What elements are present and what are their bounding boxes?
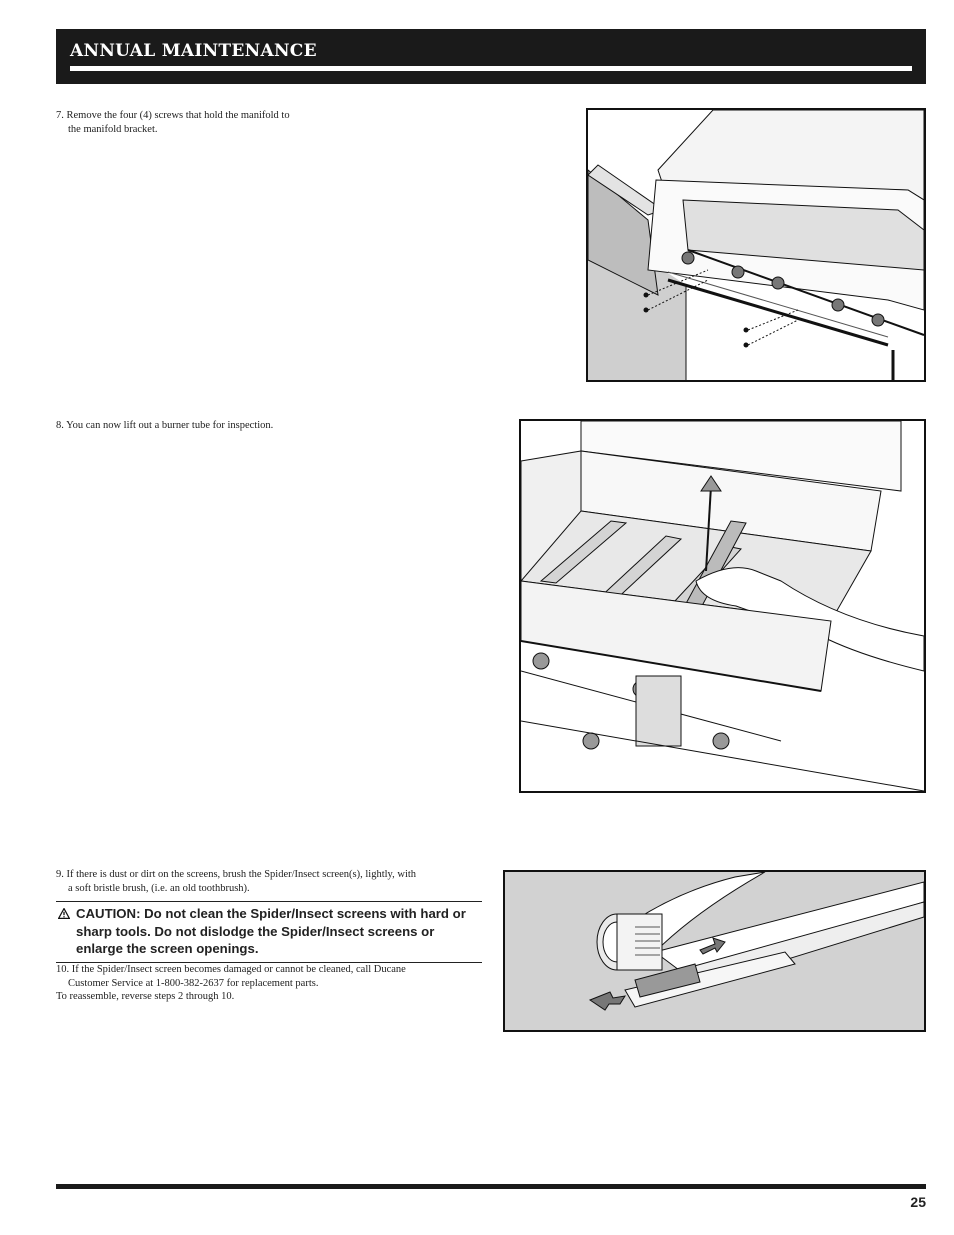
step-9-text: 9. If there is dust or dirt on the scree… <box>56 868 486 895</box>
caution-text: CAUTION: Do not clean the Spider/Insect … <box>76 906 466 956</box>
step-10-text: 10. If the Spider/Insect screen becomes … <box>56 963 486 1004</box>
manifold-screws-illustration <box>586 108 926 382</box>
step-9-line-1: 9. If there is dust or dirt on the scree… <box>56 869 417 880</box>
reassemble-note: To reassemble, reverse steps 2 through 1… <box>56 991 235 1002</box>
caution-notice: CAUTION: Do not clean the Spider/Insect … <box>56 901 482 963</box>
page-number: 25 <box>910 1194 926 1210</box>
burner-tube-lift-illustration <box>519 419 926 793</box>
step-10-line-2: Customer Service at 1-800-382-2637 for r… <box>68 977 319 989</box>
step-7-line-1: 7. Remove the four (4) screws that hold … <box>56 110 290 121</box>
warning-triangle-icon <box>58 908 70 919</box>
spider-screen-brush-illustration <box>503 870 926 1032</box>
step-8-text: 8. You can now lift out a burner tube fo… <box>56 419 456 433</box>
header-divider <box>70 66 912 71</box>
footer-divider <box>56 1184 926 1189</box>
step-8-line: 8. You can now lift out a burner tube fo… <box>56 420 274 431</box>
section-title: ANNUAL MAINTENANCE <box>70 41 317 61</box>
step-9-line-2: a soft bristle brush, (i.e. an old tooth… <box>68 882 250 894</box>
step-7-text: 7. Remove the four (4) screws that hold … <box>56 109 356 136</box>
step-10-line-1: 10. If the Spider/Insect screen becomes … <box>56 964 406 975</box>
step-7-line-2: the manifold bracket. <box>68 123 158 135</box>
section-header: ANNUAL MAINTENANCE <box>56 29 926 84</box>
